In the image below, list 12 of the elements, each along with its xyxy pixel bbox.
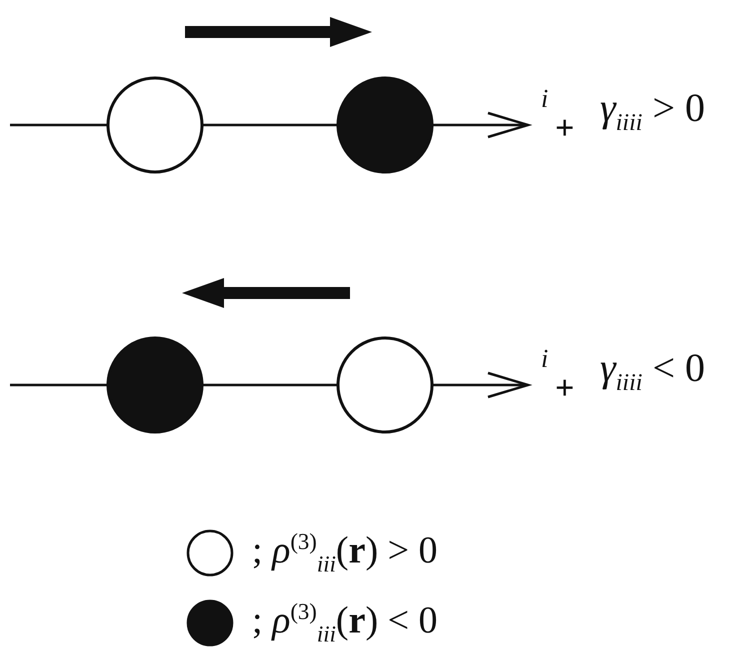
plus-sign: + [555, 112, 574, 146]
legend-text: ; ρ$^{(3)}$$_{iii}$(r) < 0 [252, 601, 438, 646]
open-circle [336, 336, 434, 434]
filled-circle [336, 76, 434, 174]
legend-text: ; ρ$^{(3)}$$_{iii}$(r) > 0 [252, 531, 438, 576]
filled-circle [106, 336, 204, 434]
plus-sign: + [555, 372, 574, 406]
open-circle [106, 76, 204, 174]
axis-label: i [541, 346, 548, 372]
condition-text: γ$_{iiii}$ > 0 [600, 88, 705, 135]
axis-label: i [541, 86, 548, 112]
condition-text: γ$_{iiii}$ < 0 [600, 348, 705, 395]
